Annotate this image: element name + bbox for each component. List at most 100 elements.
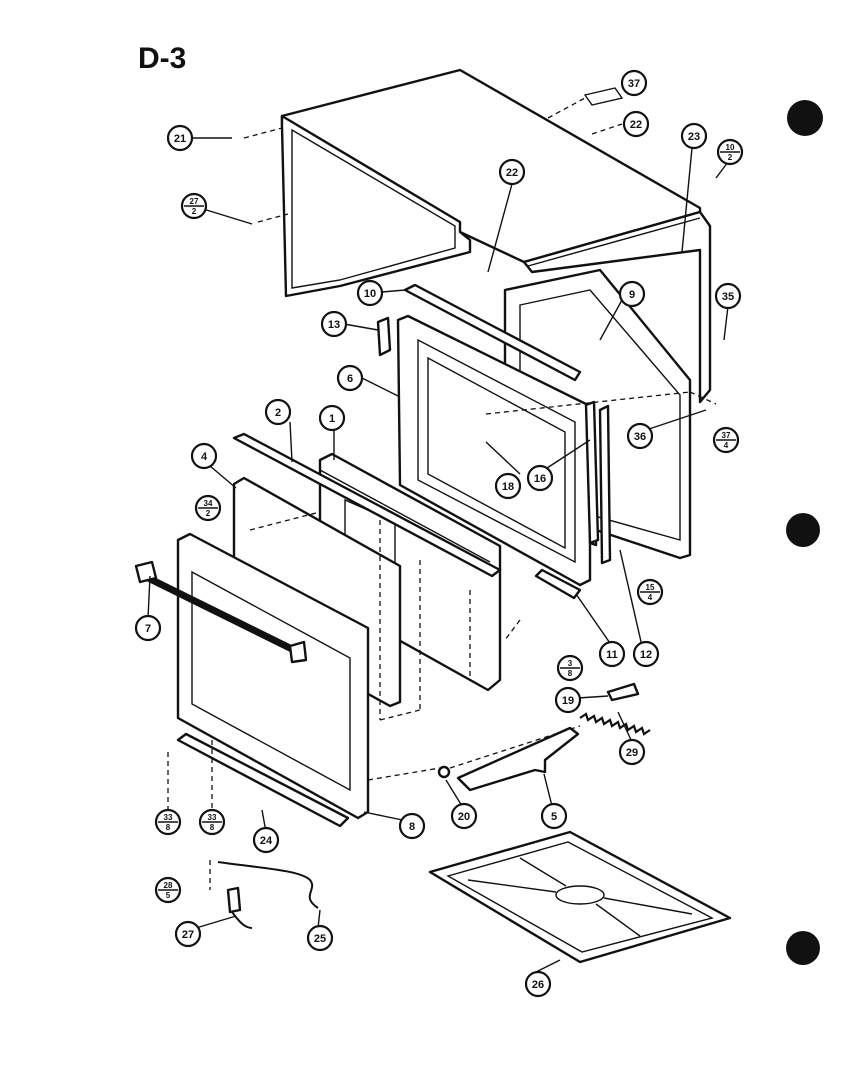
- callout-13: 13: [320, 310, 348, 338]
- svg-text:9: 9: [629, 289, 635, 301]
- svg-text:8: 8: [166, 823, 171, 832]
- callout-2: 2: [264, 398, 292, 426]
- svg-text:5: 5: [551, 811, 557, 823]
- callout-19: 19: [554, 686, 582, 714]
- svg-text:4: 4: [201, 451, 208, 463]
- svg-text:25: 25: [314, 933, 326, 945]
- svg-text:26: 26: [532, 979, 544, 991]
- callout-25: 25: [306, 924, 334, 952]
- wiring-harness: [217, 861, 319, 929]
- callout-18: 18: [494, 472, 522, 500]
- callout-4: 4: [190, 442, 218, 470]
- svg-text:2: 2: [206, 509, 211, 518]
- cabinet-wrapper: [280, 68, 712, 404]
- callout-10: 10: [356, 279, 384, 307]
- fraction-callout-27-2: 27 2: [180, 192, 208, 220]
- svg-text:2: 2: [192, 207, 197, 216]
- diagram-title: D-3: [138, 42, 186, 75]
- callout-20: 20: [450, 802, 478, 830]
- svg-text:7: 7: [145, 623, 151, 635]
- fraction-callout-10-2: 10 2: [716, 138, 744, 166]
- callout-16: 16: [526, 464, 554, 492]
- svg-text:16: 16: [534, 473, 546, 485]
- gasket-strip: [403, 283, 582, 382]
- fraction-callout-28-5: 28 5: [154, 876, 182, 904]
- svg-text:2: 2: [275, 407, 281, 419]
- svg-text:13: 13: [328, 319, 340, 331]
- fraction-callout-33-8a: 33 8: [154, 808, 182, 836]
- door-bottom-trim: [176, 732, 350, 828]
- svg-text:15: 15: [646, 583, 655, 592]
- bottom-strip-11: [534, 568, 582, 600]
- svg-text:22: 22: [506, 167, 518, 179]
- svg-text:29: 29: [626, 747, 638, 759]
- side-strip-16: [584, 400, 600, 545]
- fraction-callout-34-2: 34 2: [194, 494, 222, 522]
- callout-9: 9: [618, 280, 646, 308]
- choke-strip: [232, 432, 502, 578]
- door-front: [176, 532, 370, 820]
- svg-text:10: 10: [364, 288, 376, 300]
- fraction-callout-37-4: 37 4: [712, 426, 740, 454]
- svg-text:1: 1: [329, 413, 335, 425]
- svg-text:12: 12: [640, 649, 652, 661]
- svg-text:19: 19: [562, 695, 574, 707]
- fraction-callout-15-4: 15 4: [636, 578, 664, 606]
- svg-text:8: 8: [409, 821, 415, 833]
- callout-22-bottom: 22: [498, 158, 526, 186]
- side-strip-12: [598, 404, 612, 565]
- svg-text:8: 8: [210, 823, 215, 832]
- svg-text:24: 24: [260, 835, 273, 847]
- svg-text:5: 5: [166, 891, 171, 900]
- label-plate: [583, 87, 624, 106]
- svg-text:22: 22: [630, 119, 642, 131]
- svg-text:3: 3: [568, 659, 573, 668]
- svg-text:37: 37: [628, 78, 640, 90]
- callout-26: 26: [524, 970, 552, 998]
- svg-text:21: 21: [174, 133, 186, 145]
- callout-36: 36: [626, 422, 654, 450]
- svg-text:4: 4: [648, 593, 653, 602]
- callout-29: 29: [618, 738, 646, 766]
- oven-tray: [428, 830, 732, 964]
- svg-text:2: 2: [728, 153, 733, 162]
- svg-text:20: 20: [458, 811, 470, 823]
- washer: [437, 765, 451, 779]
- leader-lines: [167, 97, 717, 890]
- svg-text:28: 28: [164, 881, 173, 890]
- callout-37a: 37: [620, 69, 648, 97]
- svg-text:36: 36: [634, 431, 646, 443]
- svg-text:33: 33: [208, 813, 217, 822]
- callout-11: 11: [598, 640, 626, 668]
- svg-text:35: 35: [722, 291, 734, 303]
- svg-text:6: 6: [347, 373, 353, 385]
- callout-35: 35: [714, 282, 742, 310]
- latch: [606, 682, 640, 702]
- callout-22-top: 22: [622, 110, 650, 138]
- svg-text:37: 37: [722, 431, 731, 440]
- svg-text:23: 23: [688, 131, 700, 143]
- svg-text:34: 34: [204, 499, 213, 508]
- callout-5: 5: [540, 802, 568, 830]
- svg-text:8: 8: [568, 669, 573, 678]
- svg-text:11: 11: [606, 649, 618, 661]
- svg-text:27: 27: [190, 197, 199, 206]
- svg-text:18: 18: [502, 481, 514, 493]
- oven-front-frame: [396, 314, 592, 587]
- fraction-callout-3-8: 3 8: [556, 654, 584, 682]
- svg-text:4: 4: [724, 441, 729, 450]
- callout-27: 27: [174, 920, 202, 948]
- callout-1: 1: [318, 404, 346, 432]
- punch-hole-bottom: [786, 931, 820, 965]
- svg-text:10: 10: [726, 143, 735, 152]
- callout-6: 6: [336, 364, 364, 392]
- svg-text:27: 27: [182, 929, 194, 941]
- bracket-13: [376, 316, 392, 357]
- callout-21: 21: [166, 124, 194, 152]
- svg-text:33: 33: [164, 813, 173, 822]
- punch-hole-top: [787, 100, 823, 136]
- door-handle: [134, 560, 308, 664]
- callout-24: 24: [252, 826, 280, 854]
- punch-hole-middle: [786, 513, 820, 547]
- door-spring: [579, 712, 651, 736]
